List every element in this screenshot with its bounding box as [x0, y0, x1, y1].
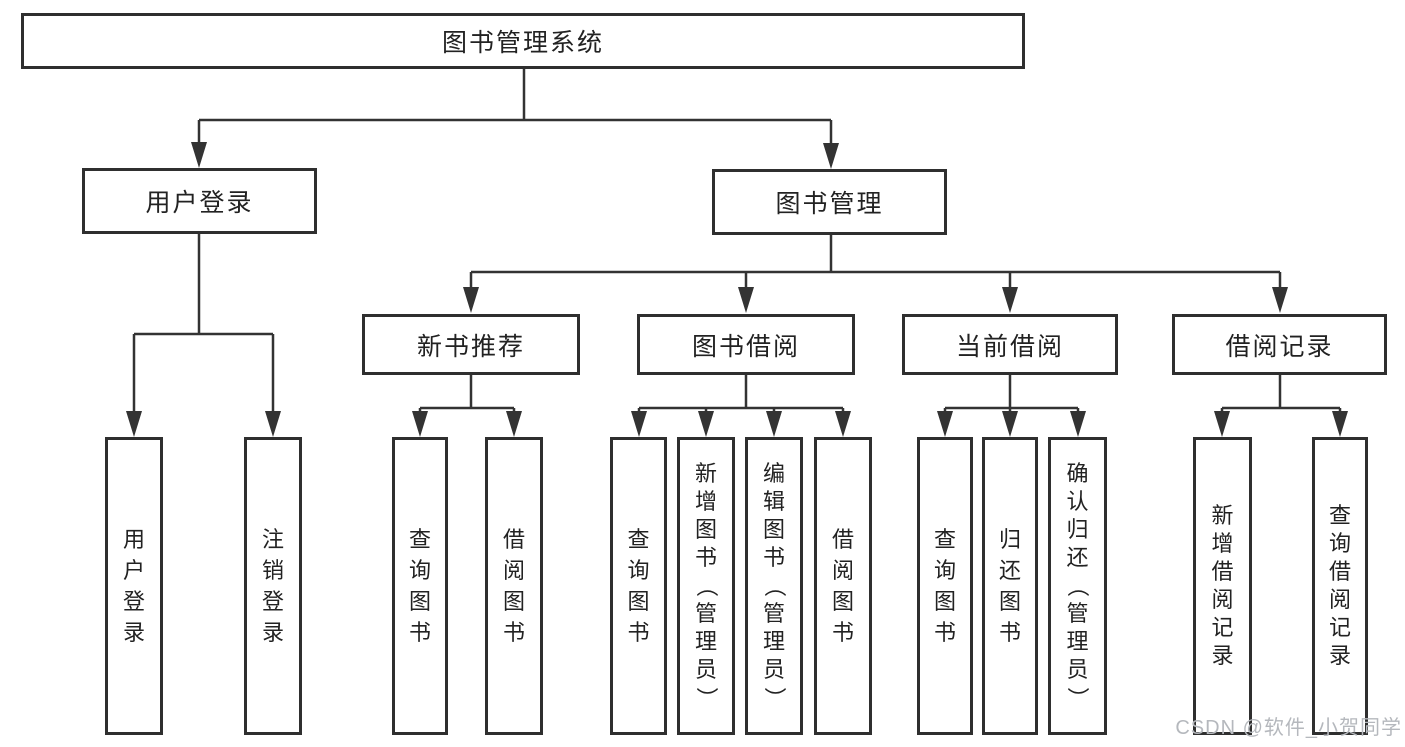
leaf-query-books-recommend: 查询图书: [392, 437, 448, 735]
leaf-logout: 注销登录: [244, 437, 302, 735]
leaf-edit-books-admin: 编辑图书（管理员）: [745, 437, 803, 735]
leaf-borrow-books-recommend: 借阅图书: [485, 437, 543, 735]
leaf-query-books-current: 查询图书: [917, 437, 973, 735]
leaf-add-books-admin: 新增图书（管理员）: [677, 437, 735, 735]
leaf-query-books-borrow: 查询图书: [610, 437, 667, 735]
node-library-management-system: 图书管理系统: [21, 13, 1025, 69]
leaf-user-login: 用户登录: [105, 437, 163, 735]
csdn-watermark: CSDN @软件_小贺同学: [1175, 717, 1402, 739]
node-book-management: 图书管理: [712, 169, 947, 235]
node-user-login: 用户登录: [82, 168, 317, 234]
node-borrow-records: 借阅记录: [1172, 314, 1387, 375]
leaf-return-books: 归还图书: [982, 437, 1038, 735]
node-current-borrow: 当前借阅: [902, 314, 1118, 375]
leaf-borrow-books: 借阅图书: [814, 437, 872, 735]
leaf-query-borrow-record: 查询借阅记录: [1312, 437, 1368, 735]
leaf-confirm-return-admin: 确认归还（管理员）: [1048, 437, 1107, 735]
node-new-book-recommend: 新书推荐: [362, 314, 580, 375]
node-book-borrow: 图书借阅: [637, 314, 855, 375]
leaf-add-borrow-record: 新增借阅记录: [1193, 437, 1252, 735]
